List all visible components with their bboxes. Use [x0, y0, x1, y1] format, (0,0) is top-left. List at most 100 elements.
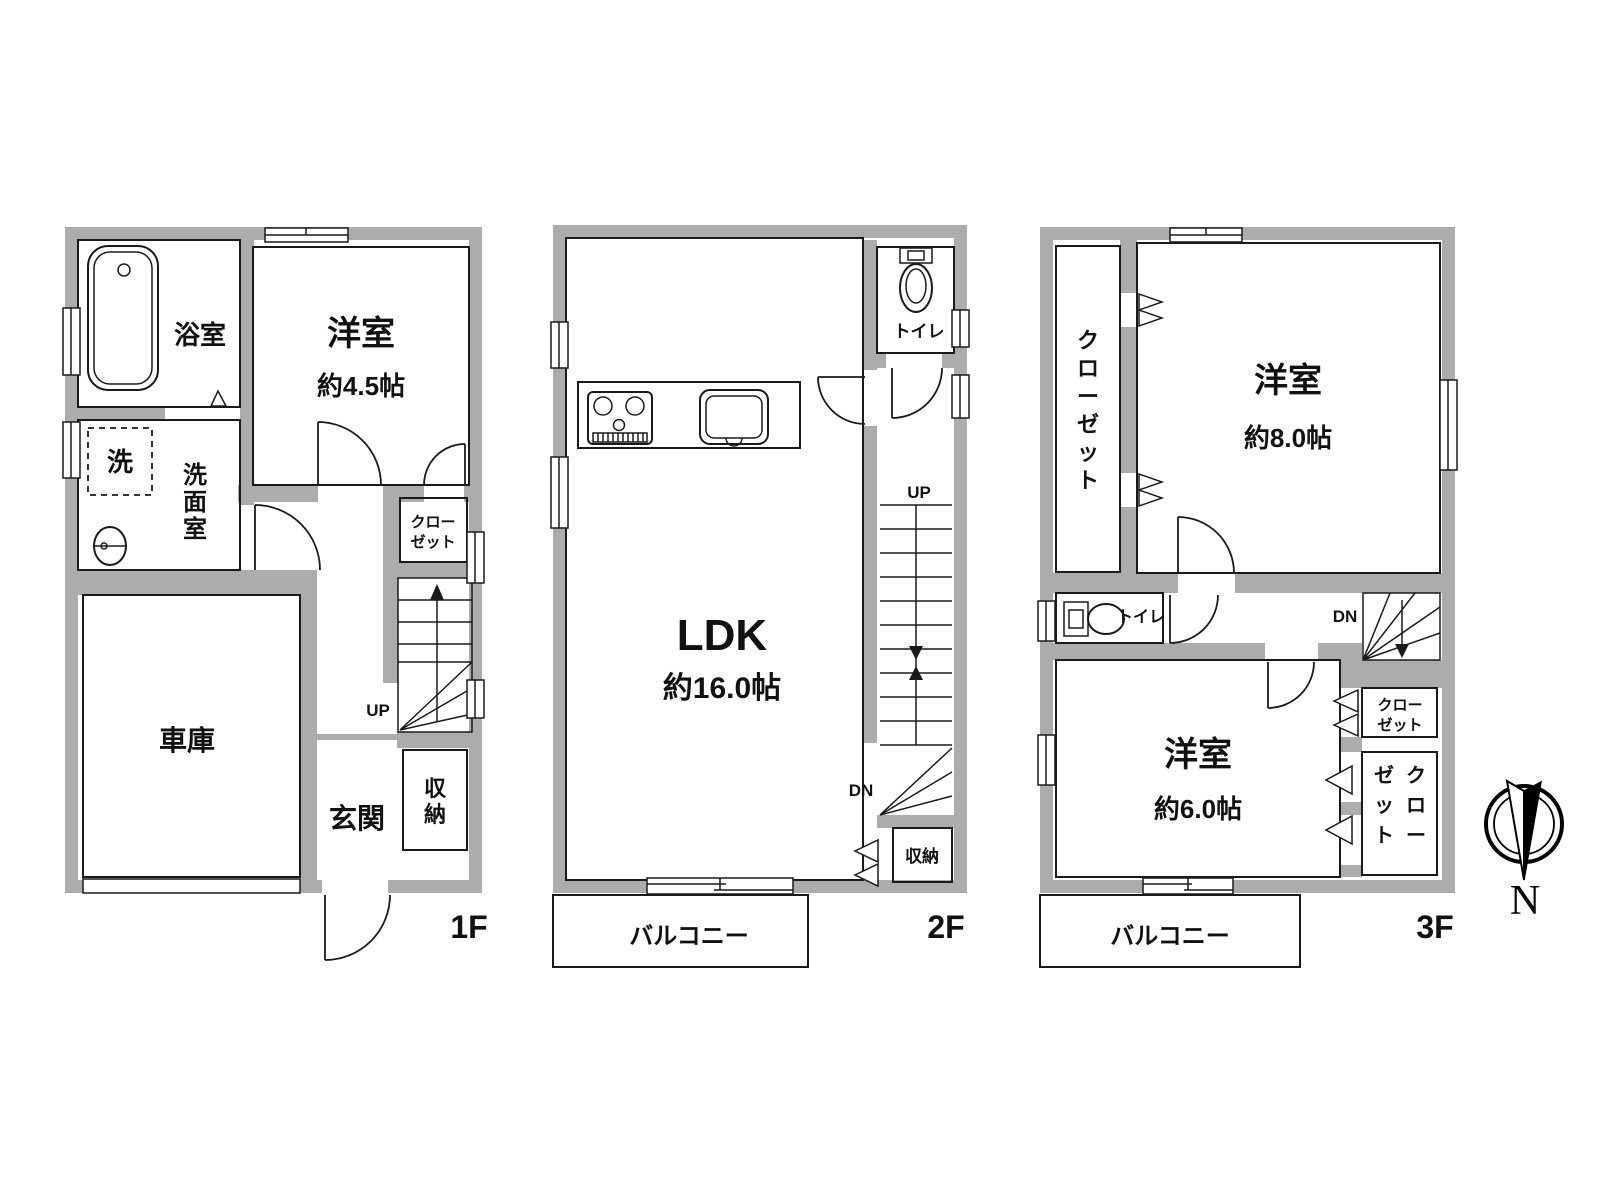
door-arc-ldk [817, 376, 866, 425]
sliding-door-balcony-2f [646, 877, 794, 895]
room-closet-1f [399, 497, 468, 563]
walls-2f [553, 225, 967, 893]
toilet-3f-fixture [1063, 601, 1125, 637]
label-closet-small-line1: クロー [1377, 697, 1422, 714]
bathtub-inner [93, 251, 153, 385]
stairs-3f [1362, 592, 1441, 661]
walls-3f [1040, 227, 1455, 893]
label-balcony-2f: バルコニー [629, 923, 749, 950]
bath-door-icon [209, 389, 228, 407]
stair-up-arrow-icon [430, 584, 444, 600]
label-up-2f: UP [907, 483, 931, 502]
room-washroom [77, 419, 241, 571]
label-closet-left-3f: クローゼット [1077, 328, 1099, 493]
compass-north-label: N [1510, 878, 1540, 924]
floor-label-1f: 1F [450, 909, 487, 945]
window [466, 531, 485, 584]
balcony-2f-deck [552, 894, 809, 968]
door-arc-washroom [254, 504, 321, 571]
room-closet-tall-3f [1361, 751, 1438, 876]
folding-door-icon [1138, 308, 1165, 328]
balcony-2f: バルコニー [552, 894, 809, 968]
label-western-room-1f-size: 約4.5帖 [317, 371, 405, 401]
fixtures-1f [87, 245, 228, 566]
toilet-bowl-icon [1087, 603, 1125, 635]
window [1037, 734, 1056, 786]
windows-1f [62, 227, 485, 719]
label-balcony-3f: バルコニー [1110, 923, 1230, 950]
stairwell-3f [1362, 592, 1441, 661]
toilet-bowl-icon [899, 263, 933, 313]
label-closet-tall-col2: ゼット [1374, 763, 1394, 847]
floor-3f: バルコニー クローゼット 洋室 約8.0帖 トイレ DN 洋室 約6.0帖 クロ… [1037, 227, 1458, 968]
label-storage-2f: 収納 [905, 846, 939, 866]
window [1169, 227, 1243, 243]
folding-door-icon [1138, 488, 1165, 508]
room-closet-small-3f [1361, 687, 1438, 738]
kitchen-sink-icon [699, 389, 769, 445]
label-closet-tall-col1: クロー [1406, 764, 1426, 847]
kitchen-2f [577, 381, 801, 449]
balcony-3f-deck [1039, 894, 1301, 968]
label-toilet-3f: トイレ [1117, 609, 1165, 626]
stairs-2f [879, 504, 953, 816]
labels-3f: クローゼット 洋室 約8.0帖 トイレ DN 洋室 約6.0帖 クロー ゼット … [1077, 328, 1454, 945]
floor-2f: バルコニー LDK 約16.0帖 トイレ UP DN 収納 2F [550, 225, 970, 968]
door-arc-western-8 [1177, 516, 1235, 574]
label-laundry: 洗 [107, 447, 133, 477]
sink-drain [100, 542, 108, 550]
label-western-room-1f: 洋室 [327, 314, 395, 353]
window [550, 456, 569, 529]
windows-3f [1037, 227, 1458, 786]
doors-3f [1142, 516, 1315, 895]
room-western-6 [1055, 659, 1341, 878]
label-toilet-2f: トイレ [894, 322, 945, 341]
kitchen-counter [577, 381, 801, 449]
label-bath: 浴室 [174, 320, 226, 350]
window [62, 307, 81, 376]
sliding-door-balcony-3f [1142, 877, 1234, 895]
walls-1f [65, 227, 482, 893]
label-closet-1f-line1: クロー [410, 514, 455, 531]
rooms-3f [1055, 242, 1441, 878]
stairs-1f [398, 584, 473, 731]
bifold-door-icon [853, 838, 879, 864]
stairwell-1f [397, 577, 473, 733]
compass-needle-right [1523, 780, 1543, 881]
labels-1f: 浴室 洗 洗面室 洋室 約4.5帖 クロー ゼット 車庫 玄関 収納 UP 1F [107, 314, 488, 945]
window [62, 421, 81, 479]
label-washroom: 洗面室 [183, 462, 207, 543]
label-ldk: LDK [677, 611, 768, 660]
room-garage [82, 594, 301, 878]
window [466, 679, 485, 719]
door-arc-western-1f [317, 421, 382, 486]
room-storage-1f [402, 749, 468, 851]
label-storage-1f: 収納 [424, 776, 447, 827]
bifold-door-icon [1324, 814, 1353, 846]
label-closet-1f-line2: ゼット [410, 533, 455, 551]
room-toilet-3f [1055, 592, 1164, 644]
label-ldk-size: 約16.0帖 [663, 672, 781, 705]
door-arc-entrance [324, 894, 391, 961]
floor-label-3f: 3F [1416, 909, 1453, 945]
bifold-door-icon [1332, 688, 1359, 714]
doors-1f [82, 421, 466, 961]
window [264, 227, 349, 243]
label-dn-2f: DN [849, 781, 874, 800]
folding-doors-3f [1138, 292, 1359, 846]
folding-door-icon [1138, 472, 1165, 492]
labels-2f: LDK 約16.0帖 トイレ UP DN 収納 2F [663, 322, 965, 945]
label-up-1f: UP [366, 701, 390, 720]
label-garage: 車庫 [159, 725, 215, 756]
entrance-step-line [317, 734, 397, 740]
bifold-door-icon [1332, 712, 1359, 738]
balcony-3f: バルコニー [1039, 894, 1301, 968]
door-arc-closet-1f [423, 443, 466, 486]
doors-2f [646, 367, 943, 895]
stair-down-arrow-icon [1395, 644, 1409, 658]
door-arc-toilet-2f [891, 367, 943, 419]
floor-1f: 浴室 洗 洗面室 洋室 約4.5帖 クロー ゼット 車庫 玄関 収納 UP 1F [62, 227, 488, 961]
bath-faucet-icon [117, 263, 131, 277]
compass-needle-left [1505, 779, 1525, 881]
window [550, 321, 569, 369]
